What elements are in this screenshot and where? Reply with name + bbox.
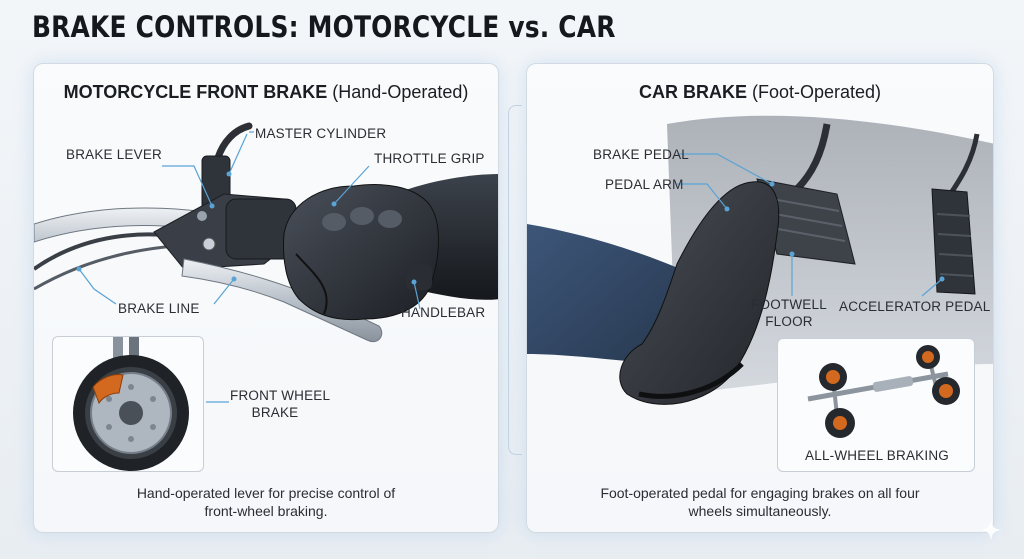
label-front-wheel-brake-line1: FRONT WHEEL: [230, 388, 331, 403]
wheel-rear-right: [932, 377, 960, 405]
label-all-wheel-braking: ALL-WHEEL BRAKING: [805, 448, 949, 463]
front-wheel-illustration: [73, 337, 189, 471]
brake-pedal-arm: [794, 123, 831, 192]
car-panel-title: CAR BRAKE (Foot-Operated): [527, 82, 993, 103]
label-accelerator-pedal: ACCELERATOR PEDAL: [839, 299, 991, 314]
car-caption: Foot-operated pedal for engaging brakes …: [527, 484, 993, 520]
motorcycle-heading-rest: (Hand-Operated): [332, 82, 469, 102]
label-front-wheel-brake-line2: BRAKE: [251, 405, 299, 420]
panel-connector: [508, 105, 522, 455]
label-master-cylinder: MASTER CYLINDER: [255, 126, 387, 141]
label-front-wheel-brake: FRONT WHEEL BRAKE: [230, 387, 331, 421]
label-brake-lever: BRAKE LEVER: [66, 147, 162, 162]
wheel-front-right: [916, 345, 940, 369]
label-footwell-floor: FOOTWELL FLOOR: [749, 296, 829, 330]
car-caption-line2: wheels simultaneously.: [688, 503, 832, 519]
label-footwell-floor-line1: FOOTWELL: [751, 297, 827, 312]
motorcycle-caption: Hand-operated lever for precise control …: [34, 484, 498, 520]
motorcycle-panel-title: MOTORCYCLE FRONT BRAKE (Hand-Operated): [34, 82, 498, 103]
label-throttle-grip: THROTTLE GRIP: [374, 151, 485, 166]
glove: [283, 184, 439, 321]
motorcycle-handlebar-illustration: [34, 122, 498, 403]
motorcycle-panel: MOTORCYCLE FRONT BRAKE (Hand-Operated): [33, 63, 499, 533]
leg-jeans: [527, 224, 692, 364]
bar-end: [406, 264, 432, 290]
car-heading-rest: (Foot-Operated): [751, 82, 882, 102]
label-brake-pedal: BRAKE PEDAL: [593, 147, 689, 162]
label-handlebar: HANDLEBAR: [401, 305, 486, 320]
car-pedal-illustration: [527, 115, 993, 405]
car-heading-bold: CAR BRAKE: [638, 82, 747, 102]
brake-caliper: [92, 374, 124, 405]
all-wheel-braking-inset: ALL-WHEEL BRAKING: [777, 338, 975, 472]
wheel-rear-left: [825, 408, 855, 438]
car-axle-illustration: [807, 345, 960, 438]
label-brake-line: BRAKE LINE: [118, 301, 200, 316]
motorcycle-heading-bold: MOTORCYCLE FRONT BRAKE: [63, 82, 328, 102]
front-wheel-inset: [52, 336, 204, 472]
car-caption-line1: Foot-operated pedal for engaging brakes …: [600, 485, 920, 501]
page-title: BRAKE CONTROLS: MOTORCYCLE vs. CAR: [32, 10, 616, 44]
label-pedal-arm: PEDAL ARM: [605, 177, 684, 192]
label-footwell-floor-line2: FLOOR: [765, 314, 813, 329]
motorcycle-caption-line2: front-wheel braking.: [204, 503, 328, 519]
car-panel: CAR BRAKE (Foot-Operated): [526, 63, 994, 533]
wheel-front-left: [819, 363, 847, 391]
motorcycle-caption-line1: Hand-operated lever for precise control …: [136, 485, 396, 501]
sparkle-icon: [980, 519, 1002, 541]
